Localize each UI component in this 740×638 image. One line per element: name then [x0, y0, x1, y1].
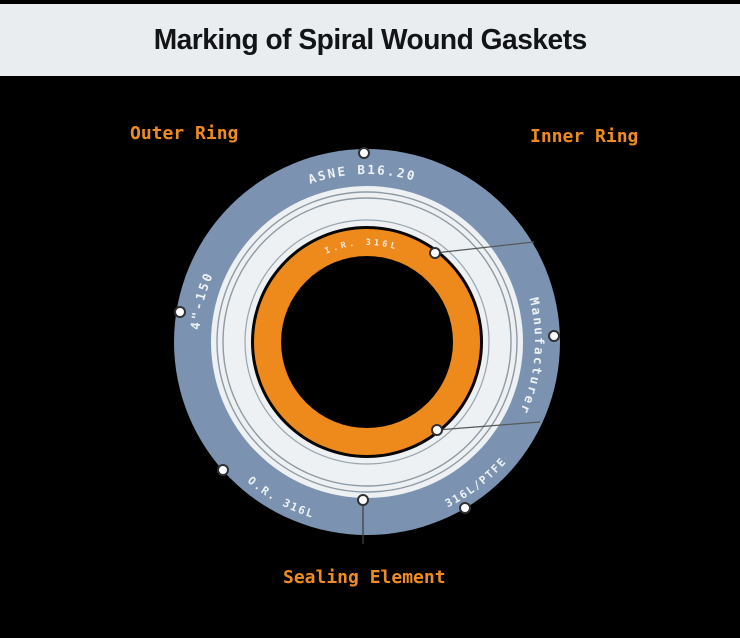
gasket-bore: [281, 256, 453, 428]
callout-dot-sealing: [357, 494, 369, 506]
callout-dot-inner-top: [429, 247, 441, 259]
callout-dot-bottom-left: [217, 464, 229, 476]
callout-dot-inner-bottom: [431, 424, 443, 436]
gasket-illustration: ASNE B16.20 4"-150 Manufacturer O.R. 316…: [174, 147, 560, 544]
header-bar: Marking of Spiral Wound Gaskets: [0, 4, 740, 76]
gasket-diagram: ASNE B16.20 4"-150 Manufacturer O.R. 316…: [0, 76, 740, 638]
gasket-rings: [174, 149, 560, 535]
callout-dot-left: [174, 306, 186, 318]
page-title: Marking of Spiral Wound Gaskets: [153, 23, 587, 56]
callout-dot-bottom-right: [459, 502, 471, 514]
winding-line: [222, 197, 512, 487]
callout-lines: [362, 241, 541, 544]
callout-dot-top: [358, 147, 370, 159]
winding-line: [244, 219, 490, 465]
outer-ring-label: Outer Ring: [130, 123, 239, 144]
sealing-element-label: Sealing Element: [283, 567, 446, 588]
callout-dot-right: [548, 330, 560, 342]
winding-line: [216, 191, 518, 493]
callout-dots: [174, 147, 560, 514]
winding-callout-line: [436, 421, 541, 431]
inner-ring-callout-line: [434, 241, 535, 254]
inner-ring-label: Inner Ring: [530, 126, 639, 147]
